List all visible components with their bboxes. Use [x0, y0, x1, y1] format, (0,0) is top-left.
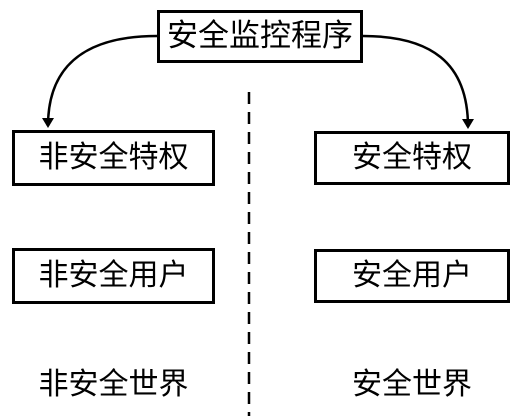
secure-user-label: 安全用户 — [352, 258, 472, 293]
secure-monitor-box: 安全监控程序 — [157, 10, 363, 63]
nonsecure-privileged-box: 非安全特权 — [12, 130, 215, 186]
nonsecure-user-label: 非安全用户 — [38, 258, 189, 293]
secure-world-label: 安全世界 — [352, 367, 472, 402]
nonsecure-privileged-label: 非安全特权 — [38, 140, 189, 175]
secure-user-box: 安全用户 — [314, 249, 510, 303]
arrow-to-nonsecure-privileged — [42, 34, 158, 128]
secure-monitor-label: 安全监控程序 — [167, 18, 353, 54]
nonsecure-user-box: 非安全用户 — [12, 248, 215, 304]
nonsecure-world-label: 非安全世界 — [38, 367, 189, 402]
secure-privileged-label: 安全特权 — [352, 140, 472, 175]
secure-privileged-box: 安全特权 — [314, 131, 510, 185]
arrow-to-secure-privileged — [362, 34, 474, 129]
